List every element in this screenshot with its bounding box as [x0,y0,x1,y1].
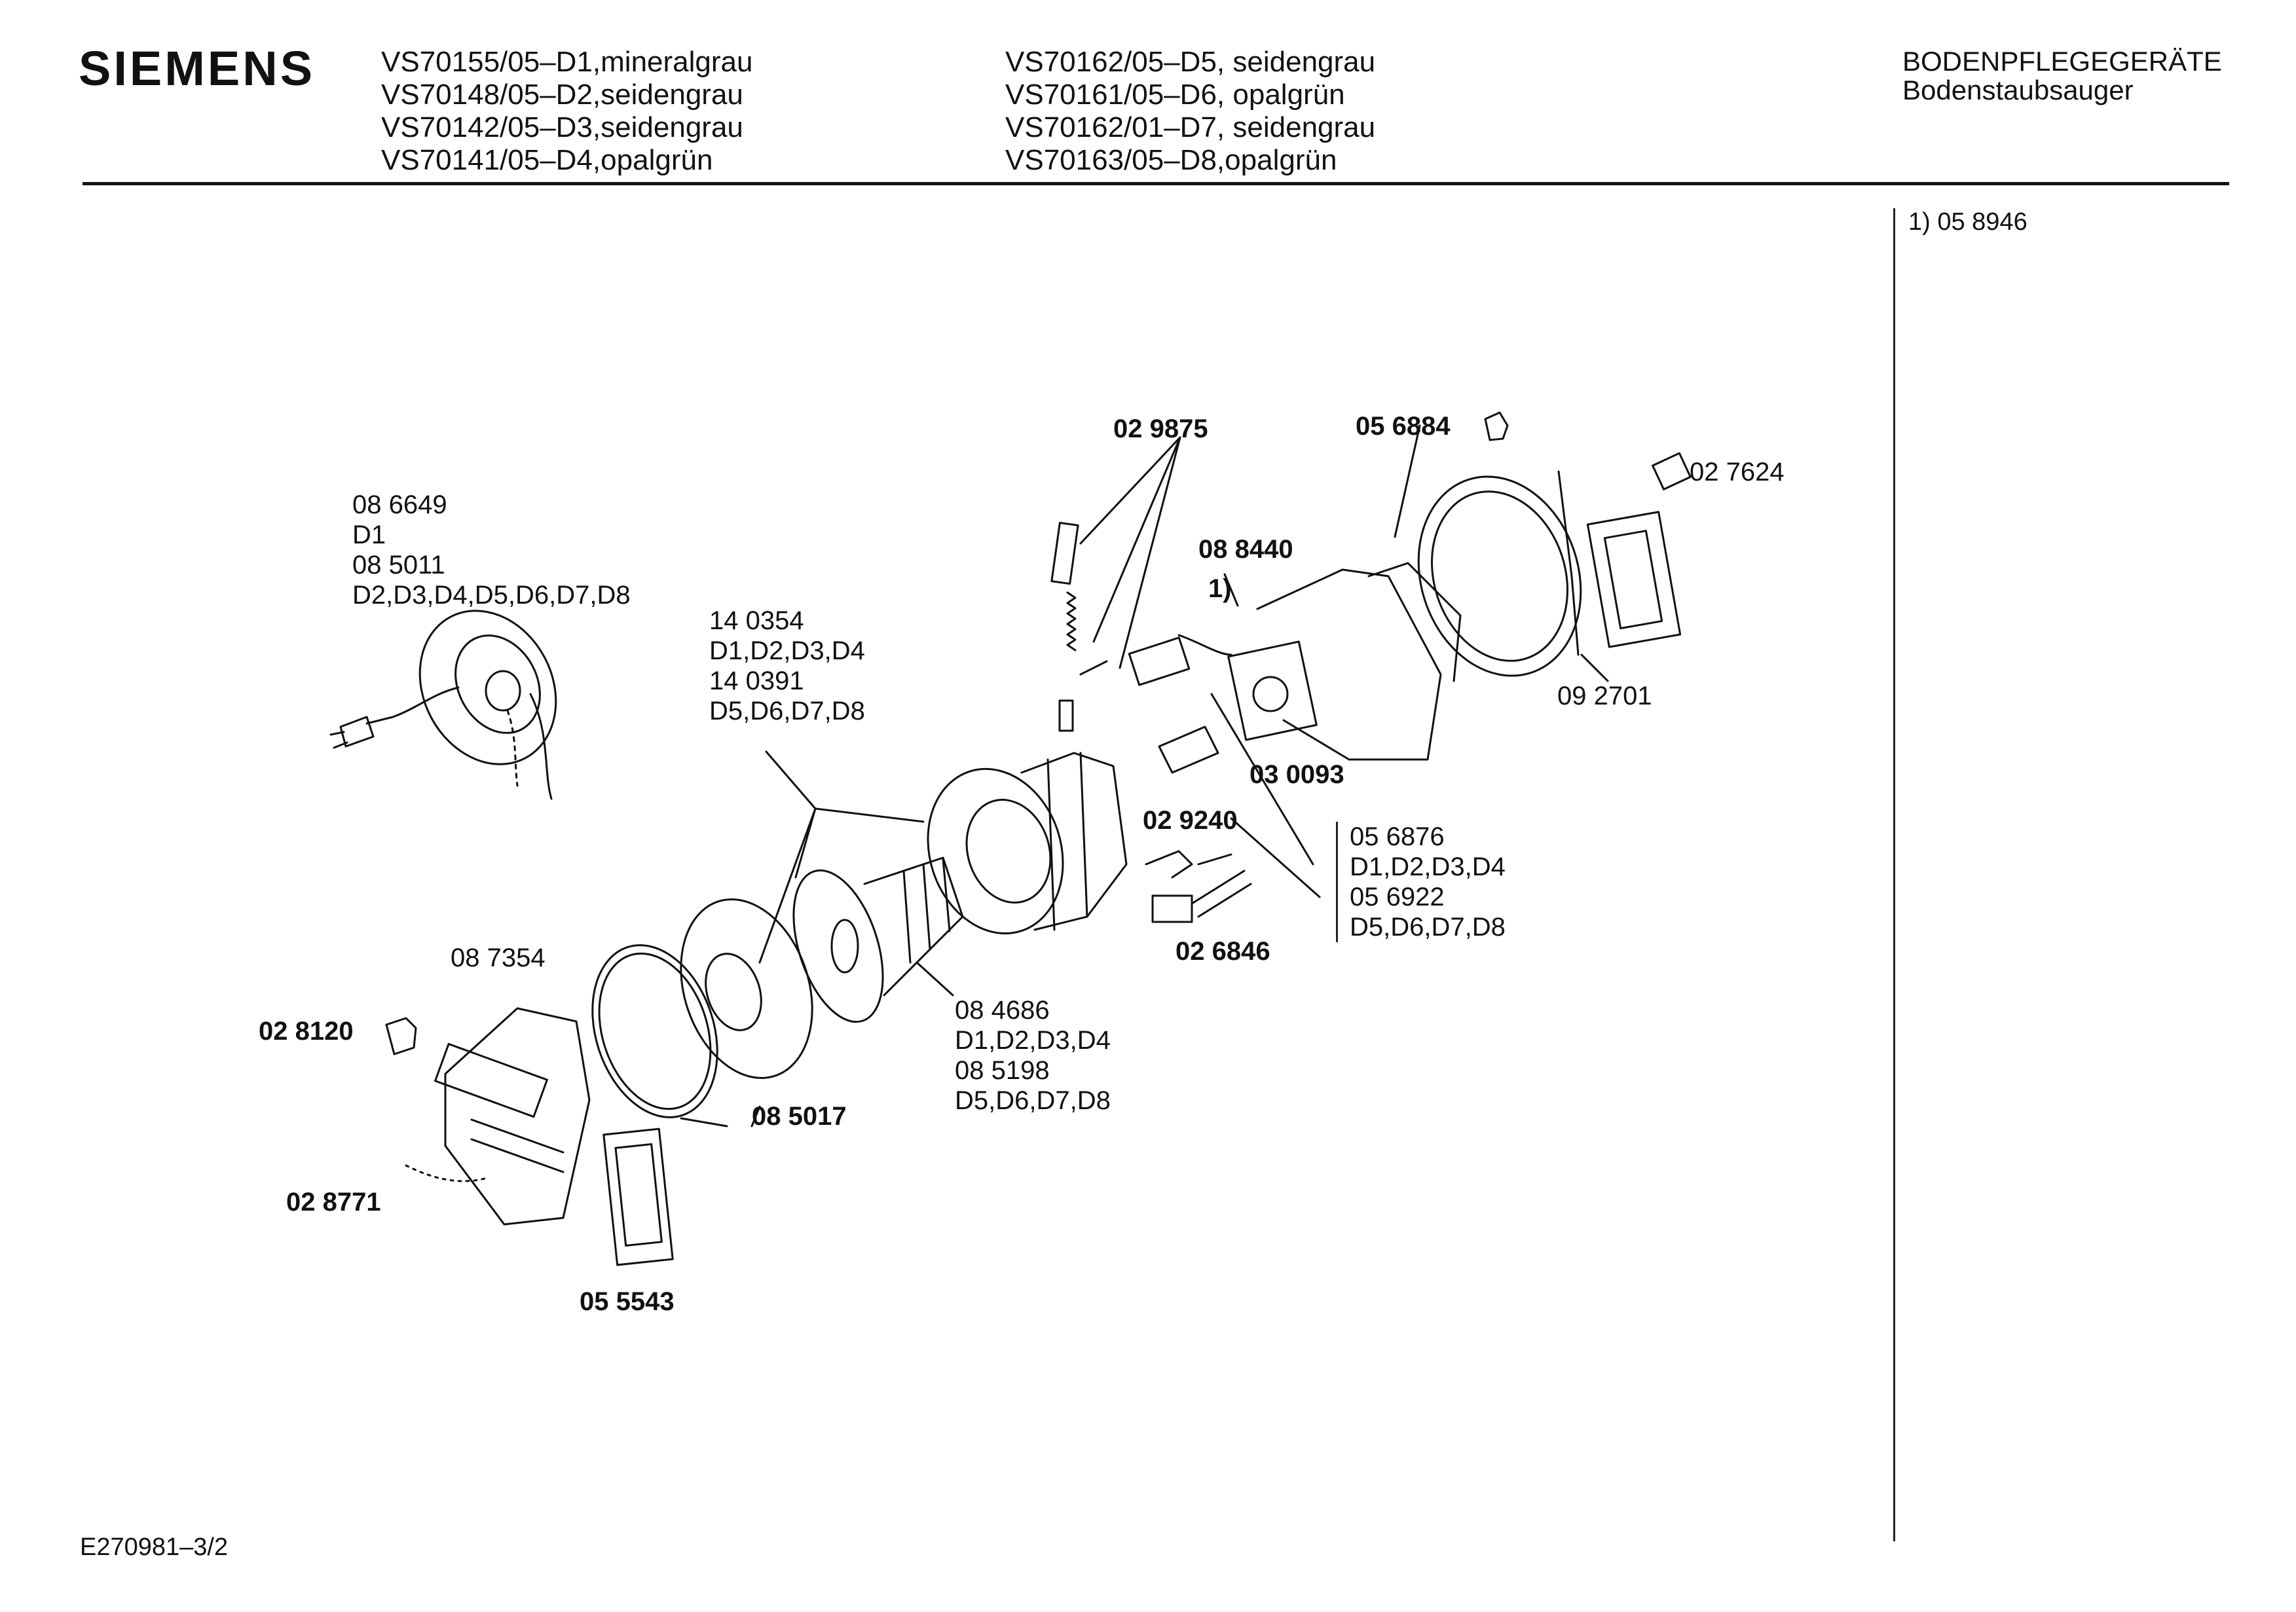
model-entry: VS70161/05–D6, opalgrün [1005,79,1345,111]
exhaust-housing-drawing [405,1007,591,1226]
label-027624: 02 7624 [1690,458,1785,486]
model-entry: VS70162/01–D7, seidengrau [1005,111,1376,143]
switch-parts-drawing [1128,634,1252,923]
label-030093: 03 0093 [1250,760,1344,789]
label-088440: 08 8440 [1198,535,1293,564]
model-entry: VS70141/05–D4,opalgrün [381,144,713,176]
brand-logo: SIEMENS [79,41,316,96]
model-list-right: VS70162/05–D5, seidengrau VS70161/05–D6,… [1005,46,1375,177]
label-055543: 05 5543 [580,1287,675,1316]
label-085017: 08 5017 [752,1102,847,1131]
cover-drawing [1417,411,1692,677]
label-087354: 08 7354 [451,943,546,972]
suction-housing-drawing [1227,562,1462,761]
category-subtitle: Bodenstaubsauger [1902,75,2134,105]
label-029240: 02 9240 [1143,806,1238,835]
label-armature: 08 4686 D1,D2,D3,D4 08 5198 D5,D6,D7,D8 [955,996,1111,1115]
document-number: E270981–3/2 [80,1533,229,1561]
brush-holder-drawing [1050,521,1108,732]
model-entry: VS70148/05–D2,seidengrau [381,79,743,111]
model-entry: VS70162/05–D5, seidengrau [1005,46,1376,78]
label-cord-reel: 08 6649 D1 08 5011 D2,D3,D4,D5,D6,D7,D8 [352,490,631,610]
cord-reel-drawing [329,610,557,800]
header-rule [83,182,2229,185]
category-title: BODENPFLEGEGERÄTE [1902,46,2222,77]
sealing-ring-drawing [591,944,718,1118]
label-suppressor: 05 6876 D1,D2,D3,D4 05 6922 D5,D6,D7,D8 [1336,822,1506,942]
footnote: 1) 05 8946 [1908,208,2028,236]
label-028120: 02 8120 [259,1017,354,1046]
label-026846: 02 6846 [1176,937,1270,966]
motor-housing-drawing [927,752,1128,935]
footnote-divider [1893,208,1895,1541]
model-entry: VS70142/05–D3,seidengrau [381,111,743,143]
model-list-left: VS70155/05–D1,mineralgrau VS70148/05–D2,… [381,46,753,177]
armature-drawing [792,856,964,1023]
label-029875: 02 9875 [1113,414,1208,443]
category-block: BODENPFLEGEGERÄTE Bodenstaubsauger [1902,47,2222,105]
label-092701: 09 2701 [1557,682,1652,710]
label-056884: 05 6884 [1356,412,1451,441]
model-entry: VS70163/05–D8,opalgrün [1005,144,1337,176]
label-028771: 02 8771 [286,1188,381,1217]
impeller-drawing [680,898,813,1079]
label-motor-housing: 14 0354 D1,D2,D3,D4 14 0391 D5,D6,D7,D8 [709,606,865,725]
label-footnote-marker: 1) [1208,574,1232,603]
model-entry: VS70155/05–D1,mineralgrau [381,46,753,78]
